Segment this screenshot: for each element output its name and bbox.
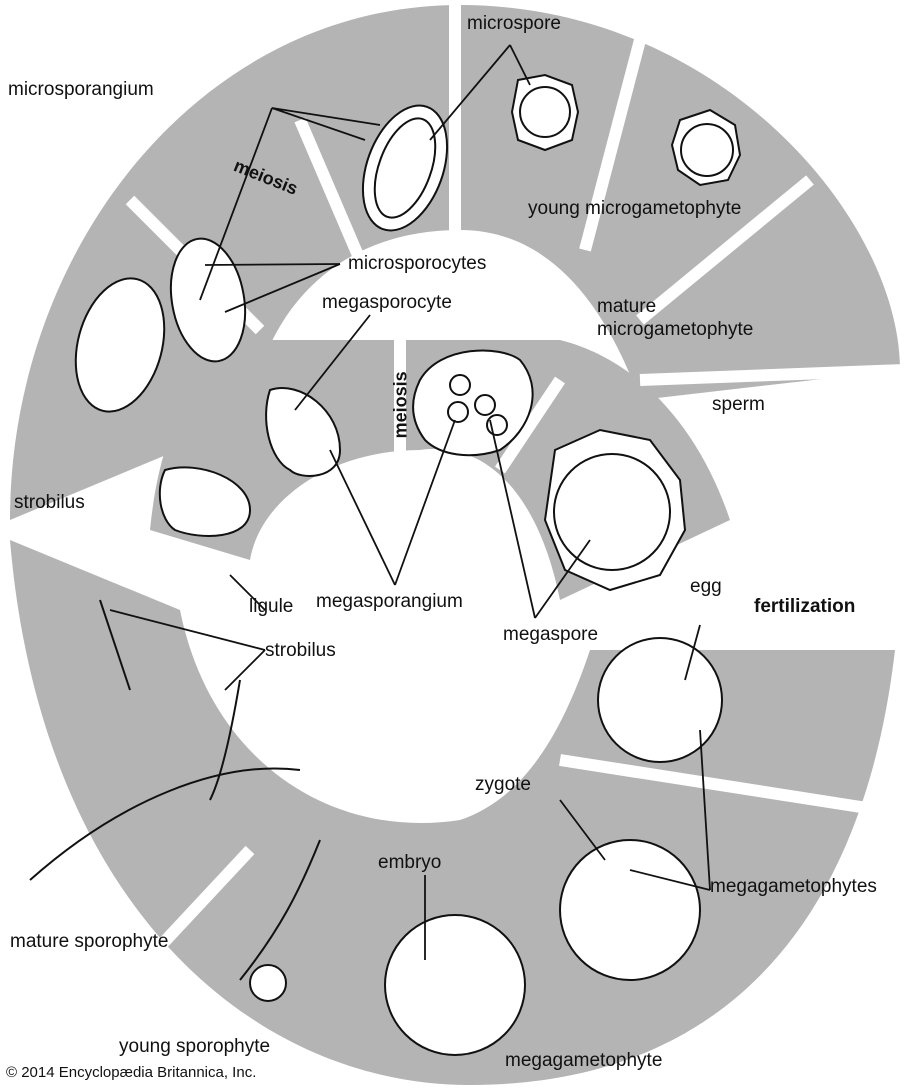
megaspore-drawing	[543, 428, 687, 592]
label-megagametophytes: megagametophytes	[710, 876, 877, 897]
microsporangium-drawing	[361, 104, 449, 232]
band-gaps	[0, 0, 905, 1000]
label-megaspore: megaspore	[503, 624, 599, 645]
label-microspore: microspore	[467, 13, 561, 34]
label-young-sporophyte: young sporophyte	[119, 1036, 271, 1057]
copyright-credit: © 2014 Encyclopædia Britannica, Inc.	[6, 1064, 257, 1081]
label-megasporangium: megasporangium	[316, 591, 463, 612]
label-mature-microgametophyte-1: mature	[597, 296, 657, 317]
label-fertilization: fertilization	[754, 596, 856, 617]
label-meiosis-inner: meiosis	[390, 371, 411, 439]
microspore-drawing	[510, 73, 580, 152]
label-microsporangium: microsporangium	[8, 79, 154, 100]
label-microsporocytes: microsporocytes	[348, 253, 487, 274]
leader-lines	[109, 44, 711, 960]
strobilus-sporangia-drawing	[74, 237, 342, 537]
label-ligule: ligule	[249, 596, 294, 617]
sporophyte-drawings	[29, 599, 321, 1002]
megagametophyte-drawings	[384, 637, 723, 1056]
label-sperm: sperm	[712, 394, 765, 415]
label-strobilus-top: strobilus	[14, 492, 85, 513]
label-mature-microgametophyte-2: microgametophyte	[597, 319, 754, 340]
label-egg: egg	[690, 576, 722, 597]
label-megagametophyte: megagametophyte	[505, 1050, 663, 1071]
label-strobilus-bottom: strobilus	[265, 640, 336, 661]
label-mature-sporophyte: mature sporophyte	[10, 931, 169, 952]
label-megasporocyte: megasporocyte	[322, 292, 452, 313]
megasporangium-drawing	[412, 349, 534, 457]
young-microgametophyte-drawing	[670, 108, 742, 187]
label-young-microgametophyte: young microgametophyte	[528, 198, 742, 219]
label-embryo: embryo	[378, 852, 442, 873]
label-zygote: zygote	[475, 774, 531, 795]
